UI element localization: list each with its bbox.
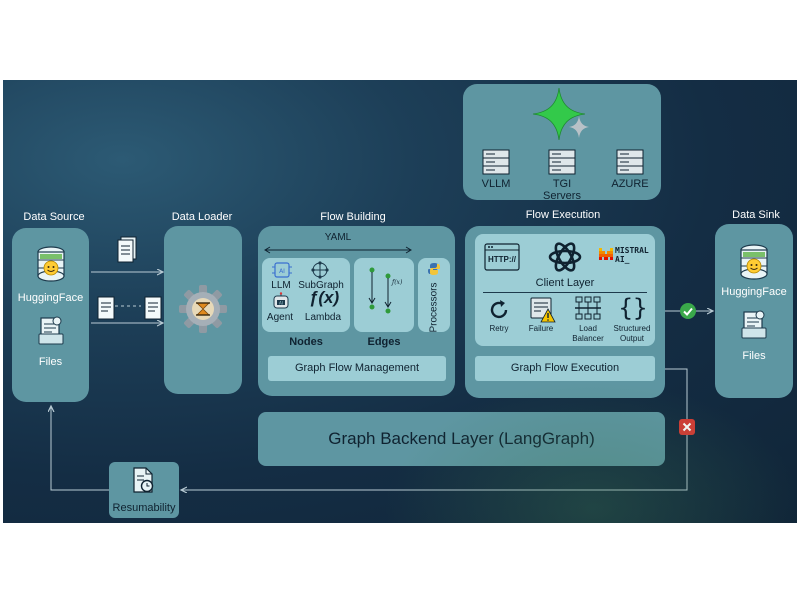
- gear-icon: [179, 285, 227, 333]
- lambda-fx-icon: ƒ(x): [308, 288, 340, 307]
- data-sink-title: Data Sink: [732, 209, 780, 221]
- graph-backend-layer: Graph Backend Layer (LangGraph): [258, 412, 665, 466]
- processors-label: Processors: [428, 282, 440, 333]
- data-loader-panel: [164, 226, 242, 394]
- files-label: Files: [38, 356, 63, 368]
- diagram-canvas: Data Source HuggingFace Files: [3, 80, 797, 523]
- graph-flow-execution-bar: Graph Flow Execution: [475, 356, 655, 381]
- error-x-icon: [679, 419, 695, 435]
- svg-text:AI: AI: [279, 300, 283, 305]
- vllm-server-icon: [482, 149, 510, 175]
- success-check-icon: [680, 303, 696, 319]
- data-loader-title: Data Loader: [171, 211, 233, 223]
- agent-label: Agent: [266, 312, 294, 323]
- llm-label: LLM: [271, 280, 291, 291]
- edges-graph-icon: ƒ(x): [368, 267, 403, 314]
- resume-document-icon: [133, 467, 154, 493]
- servers-label: Servers: [543, 190, 581, 202]
- structured-output-braces-icon: {}: [618, 294, 648, 322]
- failure-label: Failure: [528, 324, 554, 333]
- resumability-box: Resumability: [109, 462, 179, 518]
- mistral-label-line2: AI_: [615, 255, 630, 264]
- data-source-panel: HuggingFace Files: [12, 228, 89, 402]
- azure-label: AZURE: [611, 178, 649, 190]
- structured-output-label-1: Structured: [613, 324, 651, 333]
- openai-icon: [548, 242, 582, 272]
- load-balancer-icon: [575, 296, 601, 320]
- nodes-box: AI LLM SubGraph AI Agent ƒ(x) Lambda: [262, 258, 350, 332]
- structured-output-label-2: Output: [619, 334, 644, 343]
- subgraph-icon: [311, 261, 329, 279]
- ai-chip-icon: AI: [272, 262, 292, 278]
- resumability-label: Resumability: [112, 502, 176, 514]
- lambda-label: Lambda: [304, 312, 342, 323]
- document-icon: [144, 296, 162, 320]
- subgraph-label: SubGraph: [298, 280, 344, 291]
- graph-backend-label: Graph Backend Layer (LangGraph): [328, 429, 595, 448]
- flow-building-title: Flow Building: [320, 211, 386, 223]
- edges-label: Edges: [367, 336, 401, 348]
- files-icon: [741, 310, 767, 339]
- yaml-span-arrow: [264, 246, 412, 254]
- retry-icon: [490, 300, 508, 319]
- document-stack-icon: [117, 236, 137, 263]
- data-source-title: Data Source: [23, 211, 85, 223]
- client-layer-divider: [483, 292, 647, 293]
- flow-execution-panel: HTTP:// MISTRAL AI_ Client Layer: [465, 226, 665, 398]
- nodes-label: Nodes: [289, 336, 323, 348]
- mistral-label-line1: MISTRAL: [615, 246, 649, 255]
- svg-text:AI: AI: [279, 268, 285, 275]
- tgi-server-icon: [548, 149, 576, 175]
- retry-label: Retry: [489, 324, 509, 333]
- http-label: HTTP://: [488, 255, 516, 264]
- http-browser-icon: [484, 243, 520, 271]
- data-sink-panel: HuggingFace Files: [715, 224, 793, 398]
- svg-text:ƒ(x): ƒ(x): [390, 279, 403, 286]
- database-huggingface-icon: [37, 246, 65, 282]
- database-huggingface-icon: [740, 244, 768, 280]
- sparkle-star-icon: [532, 87, 589, 141]
- load-balancer-label-1: Load: [579, 324, 597, 333]
- huggingface-label: HuggingFace: [721, 286, 787, 298]
- vllm-label: VLLM: [481, 178, 511, 190]
- graph-flow-management-bar: Graph Flow Management: [268, 356, 446, 381]
- failure-warning-icon: [530, 297, 556, 323]
- document-icon: [97, 296, 115, 320]
- agent-robot-icon: AI: [273, 292, 289, 309]
- client-layer-label: Client Layer: [535, 277, 595, 289]
- huggingface-label: HuggingFace: [17, 292, 84, 304]
- yaml-label: YAML: [324, 232, 352, 243]
- tgi-label: TGI: [552, 178, 572, 190]
- client-layer-box: HTTP:// MISTRAL AI_ Client Layer: [475, 234, 655, 346]
- processors-box: Processors: [418, 258, 450, 333]
- flow-execution-title: Flow Execution: [525, 209, 601, 221]
- edges-box: ƒ(x): [354, 258, 414, 332]
- servers-panel: VLLM TGI AZURE Servers: [463, 84, 661, 202]
- files-icon: [38, 316, 64, 345]
- python-icon: [428, 263, 440, 275]
- flow-building-panel: YAML AI LLM SubGraph A: [258, 226, 455, 396]
- load-balancer-label-2: Balancer: [572, 334, 604, 343]
- files-label: Files: [742, 350, 766, 362]
- azure-server-icon: [616, 149, 644, 175]
- mistral-logo-icon: [599, 248, 613, 260]
